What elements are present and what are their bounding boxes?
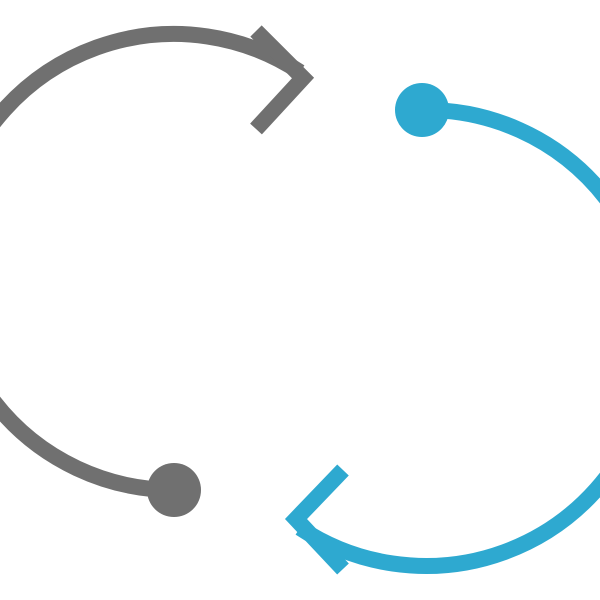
blue-arrow-icon — [284, 83, 600, 575]
gray-arrow-arc — [0, 26, 305, 498]
gray-arrow-start-dot — [147, 463, 201, 517]
blue-arrow-arc — [295, 101, 600, 574]
gray-arrow-icon — [0, 25, 315, 517]
gray-arrowhead-icon — [250, 25, 315, 135]
blue-arrowhead-icon — [284, 464, 349, 575]
blue-arrow-start-dot — [395, 83, 449, 137]
